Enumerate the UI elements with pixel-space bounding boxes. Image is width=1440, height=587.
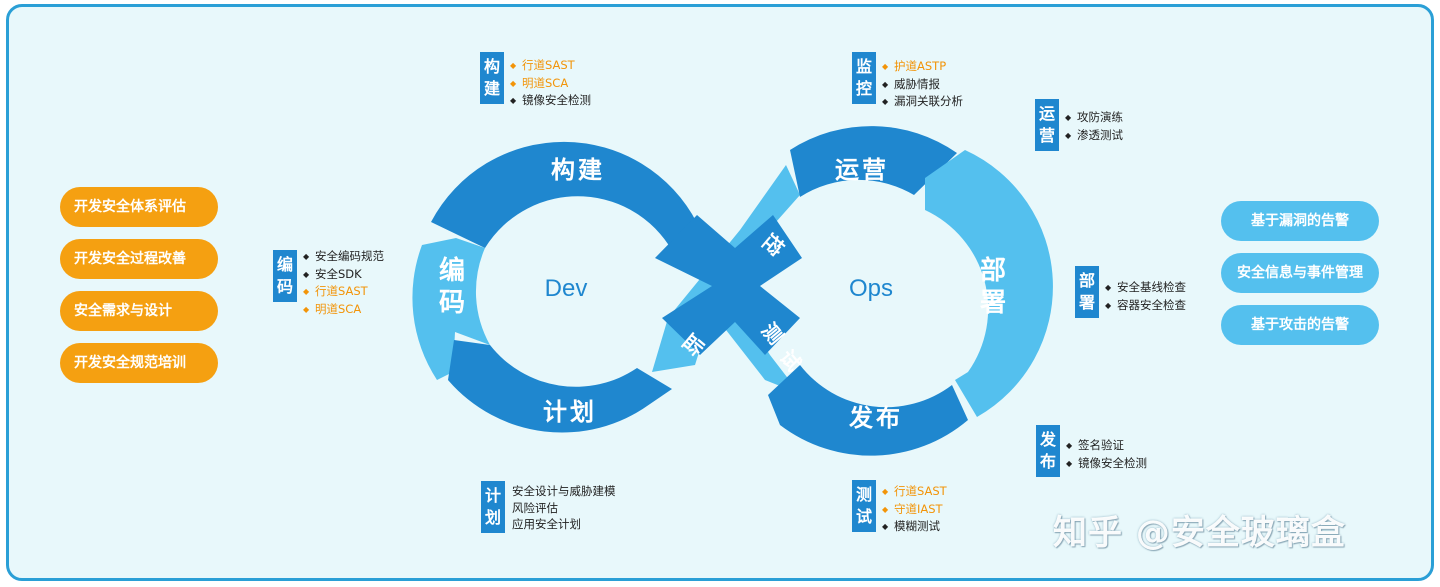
bullet-diamond-icon: ◆ — [303, 304, 310, 314]
segment-code — [412, 238, 490, 380]
segment-operate — [790, 126, 957, 197]
bullet-diamond-icon: ◆ — [882, 504, 889, 514]
bullet-diamond-icon: ◆ — [510, 96, 517, 105]
stage-code-list: ◆安全编码规范◆安全SDK◆行道SAST◆明道SCA — [303, 248, 384, 318]
stage-release-tag: 发布 — [1036, 425, 1060, 477]
practice-dev-security-process-improvement: 开发安全过程改善 — [60, 239, 218, 279]
dev-label: Dev — [545, 275, 588, 302]
stage-list-item: ◆应用安全计划 — [512, 517, 581, 531]
practice-attack-based-alert: 基于攻击的告警 — [1221, 305, 1379, 345]
bullet-diamond-icon: ◆ — [1065, 113, 1072, 122]
stage-list-item: ◆守道IAST — [882, 501, 947, 519]
bullet-diamond-icon: ◆ — [882, 522, 889, 531]
stage-list-item: ◆明道SCA — [303, 301, 384, 319]
bullet-diamond-icon: ◆ — [882, 62, 889, 71]
stage-plan-list: ◆安全设计与威胁建模 ◆风险评估 ◆应用安全计划 — [512, 483, 616, 533]
segment-code-label-2: 码 — [439, 288, 465, 318]
segment-deploy-label-2: 署 — [980, 288, 1006, 318]
stage-deploy-tag: 部署 — [1075, 266, 1099, 318]
stage-list-item: ◆渗透测试 — [1065, 127, 1123, 145]
stage-monitor-list: ◆护道ASTP◆威胁情报◆漏洞关联分析 — [882, 58, 963, 111]
stage-list-item: ◆漏洞关联分析 — [882, 93, 963, 111]
stage-list-item: ◆安全设计与威胁建模 — [512, 484, 616, 498]
segment-release-label: 发布 — [848, 404, 903, 432]
watermark: 知乎 @安全玻璃盒 — [1053, 513, 1346, 553]
stage-monitor-tag: 监控 — [852, 52, 876, 104]
stage-list-item: ◆行道SAST — [303, 283, 384, 301]
segment-plan — [448, 340, 672, 433]
stage-list-item: ◆护道ASTP — [882, 58, 963, 76]
stage-list-item: ◆模糊测试 — [882, 518, 947, 536]
practice-dev-security-training: 开发安全规范培训 — [60, 343, 218, 383]
stage-plan-tag: 计划 — [481, 481, 505, 533]
segment-code-label-1: 编 — [439, 255, 465, 286]
segment-release — [768, 365, 968, 456]
stage-list-item: ◆攻防演练 — [1065, 109, 1123, 127]
stage-test-list: ◆行道SAST◆守道IAST◆模糊测试 — [882, 483, 947, 536]
bullet-diamond-icon: ◆ — [303, 252, 310, 261]
stage-list-item: ◆镜像安全检测 — [510, 92, 591, 110]
bullet-diamond-icon: ◆ — [510, 61, 517, 70]
stage-list-item: ◆明道SCA — [510, 75, 591, 93]
segment-deploy-label-1: 部 — [980, 256, 1006, 286]
bullet-diamond-icon: ◆ — [1105, 283, 1112, 292]
stage-operate-list: ◆攻防演练◆渗透测试 — [1065, 109, 1123, 144]
bullet-diamond-icon: ◆ — [882, 487, 889, 496]
segment-build-label: 构建 — [551, 156, 605, 184]
stage-list-item: ◆容器安全检查 — [1105, 297, 1186, 315]
practice-siem: 安全信息与事件管理 — [1221, 253, 1379, 293]
bullet-diamond-icon: ◆ — [882, 97, 889, 106]
ops-label: Ops — [849, 275, 893, 302]
stage-release-list: ◆签名验证◆镜像安全检测 — [1066, 437, 1147, 472]
stage-operate-tag: 运营 — [1035, 99, 1059, 151]
stage-list-item: ◆安全SDK — [303, 266, 384, 284]
stage-list-item: ◆行道SAST — [882, 483, 947, 501]
bullet-diamond-icon: ◆ — [882, 79, 889, 89]
bullet-diamond-icon: ◆ — [1066, 458, 1073, 468]
stage-list-item: ◆安全编码规范 — [303, 248, 384, 266]
stage-code-tag: 编码 — [273, 250, 297, 302]
stage-list-item: ◆安全基线检查 — [1105, 279, 1186, 297]
bullet-diamond-icon: ◆ — [303, 269, 310, 279]
segment-cross-dark — [655, 215, 802, 355]
stage-build-tag: 构建 — [480, 52, 504, 104]
stage-build-list: ◆行道SAST◆明道SCA◆镜像安全检测 — [510, 57, 591, 110]
bullet-diamond-icon: ◆ — [510, 78, 517, 88]
practice-dev-security-system-assessment: 开发安全体系评估 — [60, 187, 218, 227]
stage-list-item: ◆威胁情报 — [882, 76, 963, 94]
segment-operate-label: 运营 — [835, 156, 889, 184]
practice-vuln-based-alert: 基于漏洞的告警 — [1221, 201, 1379, 241]
bullet-diamond-icon: ◆ — [1066, 441, 1073, 450]
stage-list-item: ◆镜像安全检测 — [1066, 455, 1147, 473]
segment-plan-label: 计划 — [543, 398, 597, 426]
bullet-diamond-icon: ◆ — [303, 287, 310, 296]
bullet-diamond-icon: ◆ — [1065, 130, 1072, 140]
practice-security-requirements-design: 安全需求与设计 — [60, 291, 218, 331]
stage-deploy-list: ◆安全基线检查◆容器安全检查 — [1105, 279, 1186, 314]
bullet-diamond-icon: ◆ — [1105, 300, 1112, 310]
segment-build — [431, 141, 697, 258]
stage-list-item: ◆签名验证 — [1066, 437, 1147, 455]
stage-list-item: ◆风险评估 — [512, 500, 558, 515]
segment-deploy — [925, 150, 1053, 417]
stage-list-item: ◆行道SAST — [510, 57, 591, 75]
segment-test — [712, 305, 800, 394]
stage-test-tag: 测试 — [852, 480, 876, 532]
